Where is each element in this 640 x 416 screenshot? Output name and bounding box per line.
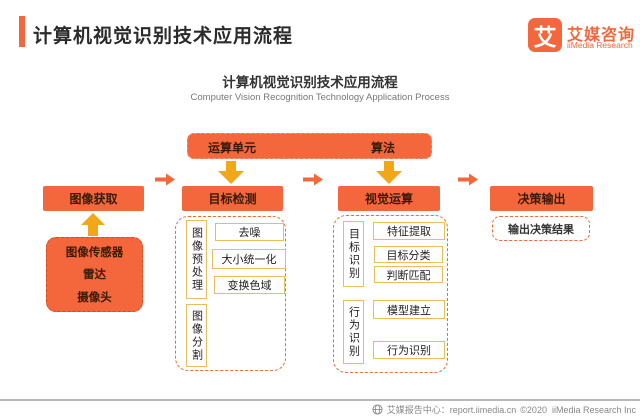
vision-computing-panel: 目标识别 特征提取 目标分类 判断匹配 行为识别 模型建立 行为识别 (333, 215, 448, 373)
title-accent-bar (19, 16, 25, 47)
globe-icon (372, 404, 383, 415)
arrow-right-icon (155, 173, 175, 186)
detection-item: 大小统一化 (212, 249, 286, 269)
arrow-down-icon (376, 161, 402, 184)
computing-unit-label: 运算单元 (208, 141, 257, 155)
arrow-up-icon (81, 213, 105, 236)
footer-divider (0, 399, 640, 401)
diagram-title-en: Computer Vision Recognition Technology A… (190, 92, 450, 103)
top-inputs-bar: 运算单元 算法 (187, 133, 432, 159)
detection-item: 变换色域 (214, 276, 285, 294)
logo-name-en: iiMedia Research (567, 40, 633, 50)
stage-object-detection: 目标检测 (182, 186, 283, 211)
computing-item: 判断匹配 (374, 266, 443, 283)
stage-decision-output: 决策输出 (490, 186, 593, 211)
page-title: 计算机视觉识别技术应用流程 (33, 26, 294, 47)
footer: 艾媒报告中心：report.iimedia.cn ©2020 iiMedia R… (0, 403, 636, 416)
stage-image-acquisition: 图像获取 (43, 186, 144, 211)
logo-name-cn: 艾媒咨询 (567, 27, 636, 44)
source-item: 图像传感器 (65, 247, 124, 260)
iimedia-logo-icon: 艾 (528, 18, 562, 52)
computing-item: 模型建立 (373, 300, 445, 319)
segmentation-category: 图像分割 (186, 304, 207, 367)
computing-item: 特征提取 (373, 222, 445, 240)
stage-vision-computing: 视觉运算 (338, 186, 440, 211)
behavior-recognition-category: 行为识别 (343, 300, 364, 364)
preprocess-category: 图像预处理 (186, 220, 207, 299)
footer-copyright: ©2020 iiMedia Research Inc (520, 404, 636, 415)
source-item: 雷达 (83, 269, 106, 282)
object-recognition-category: 目标识别 (343, 221, 364, 287)
detection-panel: 图像预处理 去噪 大小统一化 变换色域 图像分割 (175, 216, 286, 371)
diagram-title-cn: 计算机视觉识别技术应用流程 (222, 75, 398, 90)
computing-item: 目标分类 (374, 246, 443, 263)
decision-result-box: 输出决策结果 (492, 216, 590, 241)
logo-mark: 艾 (533, 24, 557, 50)
arrow-down-icon (218, 161, 244, 184)
acquisition-sources-box: 图像传感器 雷达 摄像头 (46, 237, 143, 312)
source-item: 摄像头 (77, 291, 112, 304)
computing-item: 行为识别 (373, 341, 445, 359)
arrow-right-icon (303, 173, 323, 186)
footer-report-center: 艾媒报告中心：report.iimedia.cn (386, 405, 517, 415)
detection-item: 去噪 (215, 223, 284, 241)
algorithm-label: 算法 (371, 141, 396, 155)
arrow-right-icon (458, 173, 478, 186)
